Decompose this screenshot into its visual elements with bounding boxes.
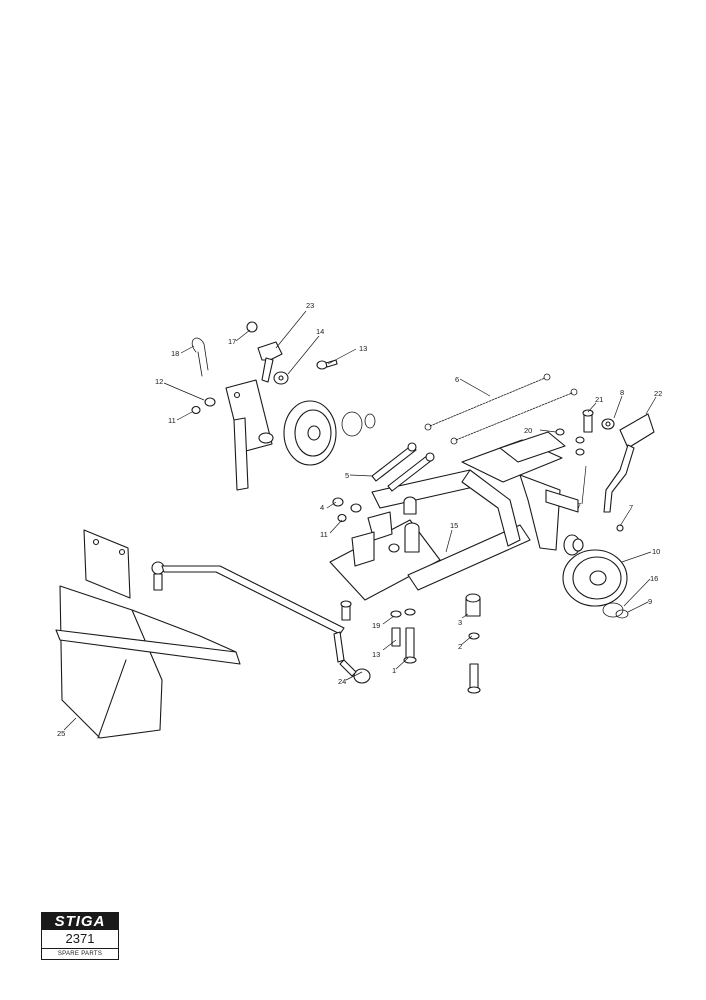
callout-16: 16	[650, 574, 658, 583]
callout-labels: 23 14 17 13 18 12 11 6 21 8 22 20 5 7 4 …	[57, 301, 662, 738]
front-axle-frame	[329, 431, 584, 601]
callout-7-lower: 7	[629, 503, 633, 512]
callout-14: 14	[316, 327, 324, 336]
brand-logo: STIGA	[42, 913, 118, 930]
callout-11-lower: 11	[320, 530, 328, 539]
pivot-pins	[332, 442, 435, 523]
deflector-shield	[55, 529, 241, 739]
callout-22: 22	[654, 389, 662, 398]
callout-23: 23	[306, 301, 314, 310]
tie-rod	[151, 561, 371, 684]
callout-24: 24	[338, 677, 346, 686]
callout-3: 3	[458, 618, 462, 627]
callout-9: 9	[648, 597, 652, 606]
callout-1: 1	[392, 666, 396, 675]
callout-13-lower: 13	[372, 650, 380, 659]
callout-5: 5	[345, 471, 349, 480]
idler-arm-assembly	[191, 321, 376, 491]
front-pulley	[562, 549, 629, 619]
callout-19: 19	[372, 621, 380, 630]
callout-4: 4	[320, 503, 324, 512]
callout-8: 8	[620, 388, 624, 397]
callout-13: 13	[359, 344, 367, 353]
callout-17: 17	[228, 337, 236, 346]
spare-parts-label: SPARE PARTS	[57, 951, 103, 957]
loose-bolts	[340, 593, 481, 694]
callout-6: 6	[455, 375, 459, 384]
callout-12: 12	[155, 377, 163, 386]
callout-18: 18	[171, 349, 179, 358]
callout-2: 2	[458, 642, 462, 651]
callout-25: 25	[57, 729, 65, 738]
callout-15: 15	[450, 521, 458, 530]
callout-7: 7	[577, 501, 581, 510]
diagram-number: 2371	[42, 930, 118, 949]
callout-11: 11	[168, 416, 176, 425]
callout-21: 21	[595, 395, 603, 404]
leader-lines	[63, 310, 657, 731]
brand-logo-box: STIGA 2371 SPARE PARTS	[41, 912, 119, 960]
steering-lever	[555, 409, 655, 532]
callout-20: 20	[524, 426, 532, 435]
callout-10: 10	[652, 547, 660, 556]
tension-springs	[424, 373, 578, 445]
